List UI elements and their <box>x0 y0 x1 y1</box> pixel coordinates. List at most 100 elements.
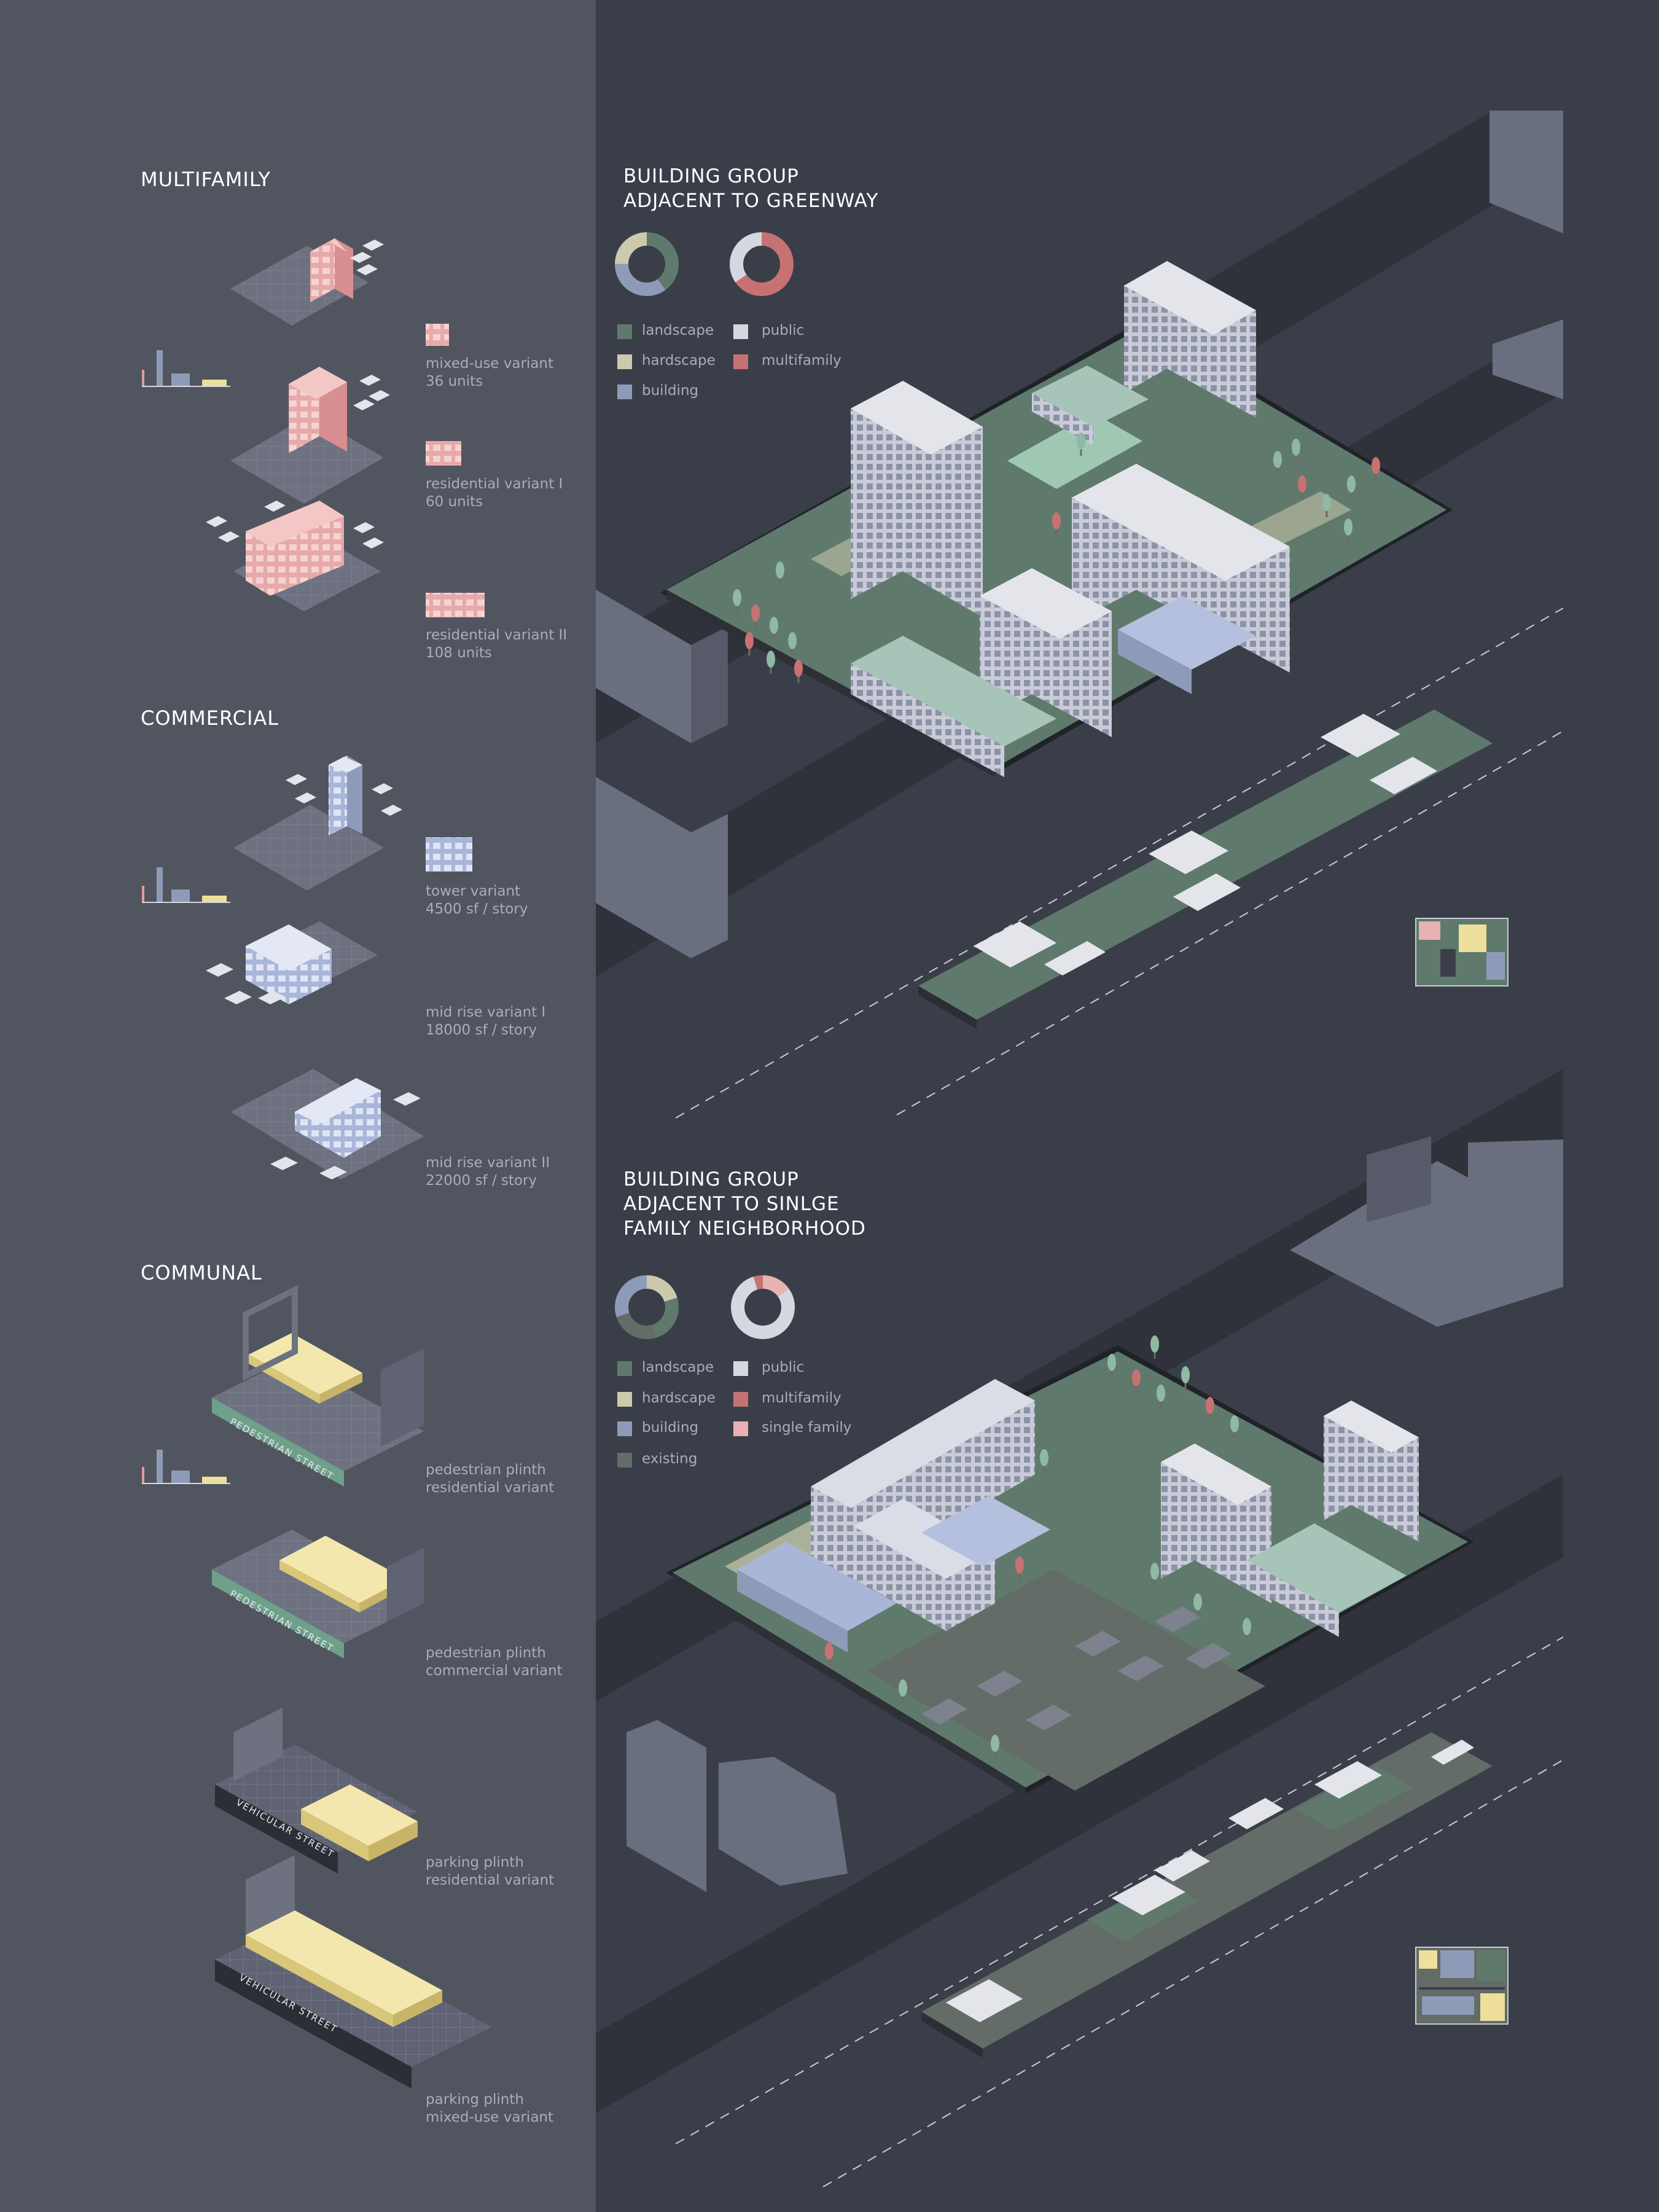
variant-label: pedestrian plinth residential variant <box>426 1461 554 1497</box>
variant-label: parking plinth residential variant <box>426 1854 554 1890</box>
legend-label: public <box>762 1359 805 1375</box>
variant-name: pedestrian plinth <box>426 1645 546 1661</box>
legend-swatch <box>617 385 632 399</box>
group-title-line: BUILDING GROUP <box>623 165 799 187</box>
unit-module-icon <box>426 837 472 872</box>
variant-detail: 108 units <box>426 645 492 661</box>
legend-label: building <box>642 1420 699 1436</box>
group-title-line: BUILDING GROUP <box>623 1168 799 1190</box>
group-title: BUILDING GROUP ADJACENT TO SINLGE FAMILY… <box>623 1167 866 1241</box>
parking-plinth-residential-diagram <box>215 1708 418 1874</box>
legend-label: single family <box>762 1420 852 1436</box>
legend-label: existing <box>642 1451 698 1467</box>
variant-name: residential variant II <box>426 627 568 643</box>
unit-module-icon <box>426 441 461 466</box>
legend-label: building <box>642 383 699 399</box>
variant-detail: residential variant <box>426 1872 555 1888</box>
section-title-communal: COMMUNAL <box>141 1261 262 1284</box>
legend-label: hardscape <box>642 353 716 369</box>
variant-label: residential variant I 60 units <box>426 475 563 511</box>
variant-label: mid rise variant II 22000 sf / story <box>426 1154 550 1190</box>
legend-swatch <box>733 1361 748 1376</box>
pedestrian-plinth-residential-diagram <box>212 1284 424 1487</box>
residential-variant-ii-diagram <box>206 501 384 611</box>
legend-label: multifamily <box>762 1390 841 1406</box>
unit-module-icon <box>426 593 485 617</box>
commercial-diagrams <box>142 756 472 1179</box>
podium-building <box>1247 1523 1407 1637</box>
single-family-group-site <box>596 1069 1564 2187</box>
variant-detail: mixed-use variant <box>426 2109 554 2125</box>
parking-plinth-mixed-use-diagram <box>215 1855 491 2089</box>
variant-name: residential variant I <box>426 476 563 492</box>
pedestrian-plinth-commercial-diagram <box>212 1530 424 1659</box>
legend-label: landscape <box>642 1359 714 1375</box>
podium-building <box>851 365 1256 777</box>
unit-module-icon <box>426 324 449 346</box>
variant-name: parking plinth <box>426 1854 524 1870</box>
section-title-commercial: COMMERCIAL <box>141 706 279 730</box>
greenway-group-site <box>596 111 1564 1119</box>
legend-swatch <box>733 1421 748 1436</box>
variant-label: mid rise variant I 18000 sf / story <box>426 1004 545 1039</box>
variant-detail: 22000 sf / story <box>426 1173 537 1189</box>
section-title-multifamily: MULTIFAMILY <box>141 168 271 191</box>
legend-label: hardscape <box>642 1390 716 1406</box>
mid-rise-variant-i-diagram <box>206 921 378 1004</box>
tower-building <box>1124 261 1256 418</box>
site-thumbnail-icon <box>1415 918 1509 987</box>
variant-label: residential variant II 108 units <box>426 627 567 662</box>
group-title-line: FAMILY NEIGHBORHOOD <box>623 1217 866 1240</box>
variant-detail: 18000 sf / story <box>426 1022 537 1038</box>
mid-rise-variant-ii-diagram <box>230 1069 424 1179</box>
legend-label: landscape <box>642 322 714 338</box>
tower-building <box>1072 464 1290 673</box>
variant-label: mixed-use variant 36 units <box>426 355 553 391</box>
group-title-line: ADJACENT TO SINLGE <box>623 1193 840 1215</box>
variant-detail: 4500 sf / story <box>426 901 528 917</box>
donut-chart-icon <box>731 1275 795 1339</box>
variant-name: parking plinth <box>426 2092 524 2108</box>
donut-chart-icon <box>615 1275 679 1339</box>
legend-swatch <box>617 1392 632 1407</box>
legend-swatch <box>733 324 748 339</box>
mixed-use-variant-diagram <box>230 238 384 326</box>
legend-label: multifamily <box>762 353 841 369</box>
legend-swatch <box>617 1453 632 1468</box>
legend-swatch <box>617 354 632 369</box>
legend-swatch <box>733 1392 748 1407</box>
donut-chart-icon <box>615 232 679 296</box>
donut-chart-icon <box>730 232 794 296</box>
mini-bar-chart-icon <box>142 867 230 903</box>
tower-variant-diagram <box>233 756 402 891</box>
variant-label: tower variant 4500 sf / story <box>426 883 528 918</box>
group-title: BUILDING GROUP ADJACENT TO GREENWAY <box>623 164 878 213</box>
site-thumbnail-icon <box>1415 1947 1509 2025</box>
variant-name: tower variant <box>426 883 521 899</box>
variant-label: pedestrian plinth commercial variant <box>426 1644 563 1680</box>
multifamily-diagrams <box>142 238 485 617</box>
legend-swatch <box>617 1361 632 1376</box>
variant-name: mid rise variant I <box>426 1004 546 1020</box>
communal-diagrams <box>142 1284 491 2089</box>
variant-name: pedestrian plinth <box>426 1462 546 1478</box>
variant-detail: 36 units <box>426 373 483 389</box>
variant-detail: residential variant <box>426 1480 555 1496</box>
legend-swatch <box>617 1421 632 1436</box>
variant-name: mixed-use variant <box>426 356 554 372</box>
residential-variant-i-diagram <box>230 367 390 504</box>
variant-label: parking plinth mixed-use variant <box>426 2091 553 2127</box>
tower-building <box>1324 1401 1419 1542</box>
legend-label: public <box>762 322 805 338</box>
group-title-line: ADJACENT TO GREENWAY <box>623 190 879 212</box>
variant-detail: commercial variant <box>426 1663 563 1679</box>
public-building <box>737 1496 1050 1652</box>
legend-swatch <box>733 354 748 369</box>
variant-name: mid rise variant II <box>426 1155 550 1171</box>
legend-swatch <box>617 324 632 339</box>
tower-building <box>980 568 1112 737</box>
tower-building <box>851 381 983 617</box>
mini-bar-chart-icon <box>142 1450 230 1484</box>
